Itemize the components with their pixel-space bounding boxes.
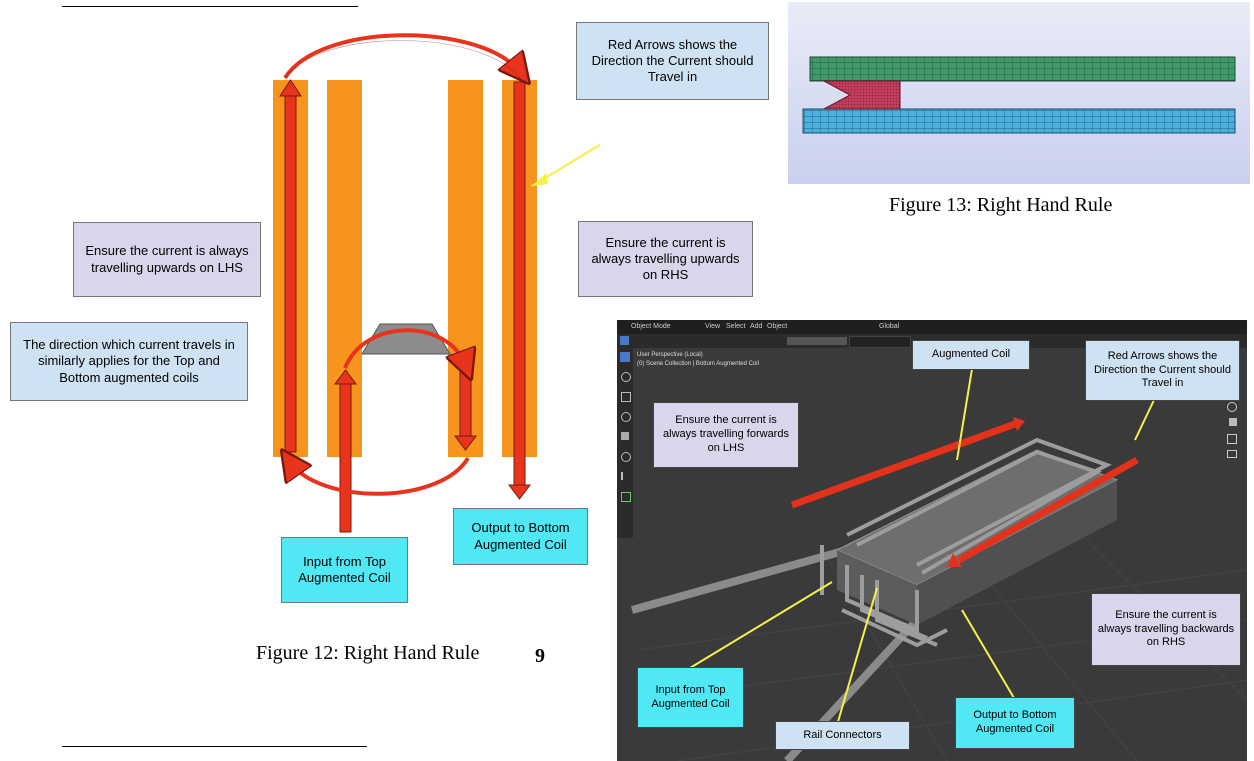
- annotate-tool-icon[interactable]: [621, 452, 631, 462]
- mesh-blue: [802, 108, 1236, 134]
- callout-direction: The direction which current travels in s…: [10, 322, 248, 401]
- rotate-tool-icon[interactable]: [621, 392, 631, 402]
- menu-select[interactable]: Select: [726, 323, 746, 330]
- blender-callout-output: Output to Bottom Augmented Coil: [955, 697, 1075, 749]
- callout-red-arrows: Red Arrows shows the Direction the Curre…: [576, 22, 769, 100]
- blender-callout-backwards: Ensure the current is always travelling …: [1091, 593, 1241, 666]
- move-tool-icon[interactable]: [621, 372, 631, 382]
- blender-header: Object Mode View Select Add Object Globa…: [617, 320, 1247, 334]
- callout-lhs: Ensure the current is always travelling …: [73, 222, 261, 297]
- hand-icon[interactable]: [1229, 418, 1237, 426]
- callout-output: Output to Bottom Augmented Coil: [453, 508, 588, 565]
- mode-selector[interactable]: Object Mode: [631, 323, 671, 330]
- viewport-info-line1: User Perspective (Local): [637, 352, 703, 358]
- shading-icons[interactable]: [787, 337, 847, 345]
- blender-viewport: [630, 368, 1247, 761]
- mesh-red: [823, 80, 901, 110]
- scale-tool-icon[interactable]: [621, 412, 631, 422]
- mesh-green: [809, 56, 1236, 82]
- blender-callout-red-arrows: Red Arrows shows the Direction the Curre…: [1085, 340, 1240, 401]
- menu-view[interactable]: View: [705, 323, 721, 330]
- figure13-image: [788, 2, 1250, 184]
- page-number: 9: [535, 645, 545, 667]
- blender-callout-input: Input from Top Augmented Coil: [637, 667, 744, 728]
- blender-callout-rail: Rail Connectors: [775, 721, 910, 750]
- figure13-caption: Figure 13: Right Hand Rule: [889, 194, 1113, 216]
- header-rule: [62, 6, 358, 7]
- figure12-diagram: [273, 33, 600, 533]
- blender-callout-forwards: Ensure the current is always travelling …: [653, 402, 799, 468]
- blender-screenshot: Object Mode View Select Add Object Globa…: [617, 320, 1247, 761]
- search-field[interactable]: [849, 336, 911, 348]
- transform-orientation[interactable]: Global: [879, 323, 900, 330]
- transform-tool-icon[interactable]: [621, 432, 629, 440]
- grid-view-icon[interactable]: [1227, 450, 1237, 458]
- menu-add[interactable]: Add: [750, 323, 763, 330]
- add-cube-icon[interactable]: [621, 492, 631, 502]
- select-box-icon[interactable]: [620, 336, 629, 345]
- measure-tool-icon[interactable]: [621, 472, 631, 480]
- callout-input: Input from Top Augmented Coil: [281, 537, 408, 603]
- tool-column: [617, 348, 633, 538]
- footnote-rule: [62, 746, 367, 747]
- menu-object[interactable]: Object: [767, 323, 788, 330]
- viewport-info-line2: (0) Scene Collection | Bottom Augmented …: [637, 361, 759, 367]
- figure12-caption: Figure 12: Right Hand Rule: [256, 642, 480, 664]
- camera-icon[interactable]: [1227, 434, 1237, 444]
- cursor-tool-icon[interactable]: [620, 352, 630, 362]
- callout-rhs: Ensure the current is always travelling …: [578, 221, 753, 297]
- blender-callout-augmented-coil: Augmented Coil: [912, 340, 1030, 370]
- zoom-icon[interactable]: [1227, 402, 1237, 412]
